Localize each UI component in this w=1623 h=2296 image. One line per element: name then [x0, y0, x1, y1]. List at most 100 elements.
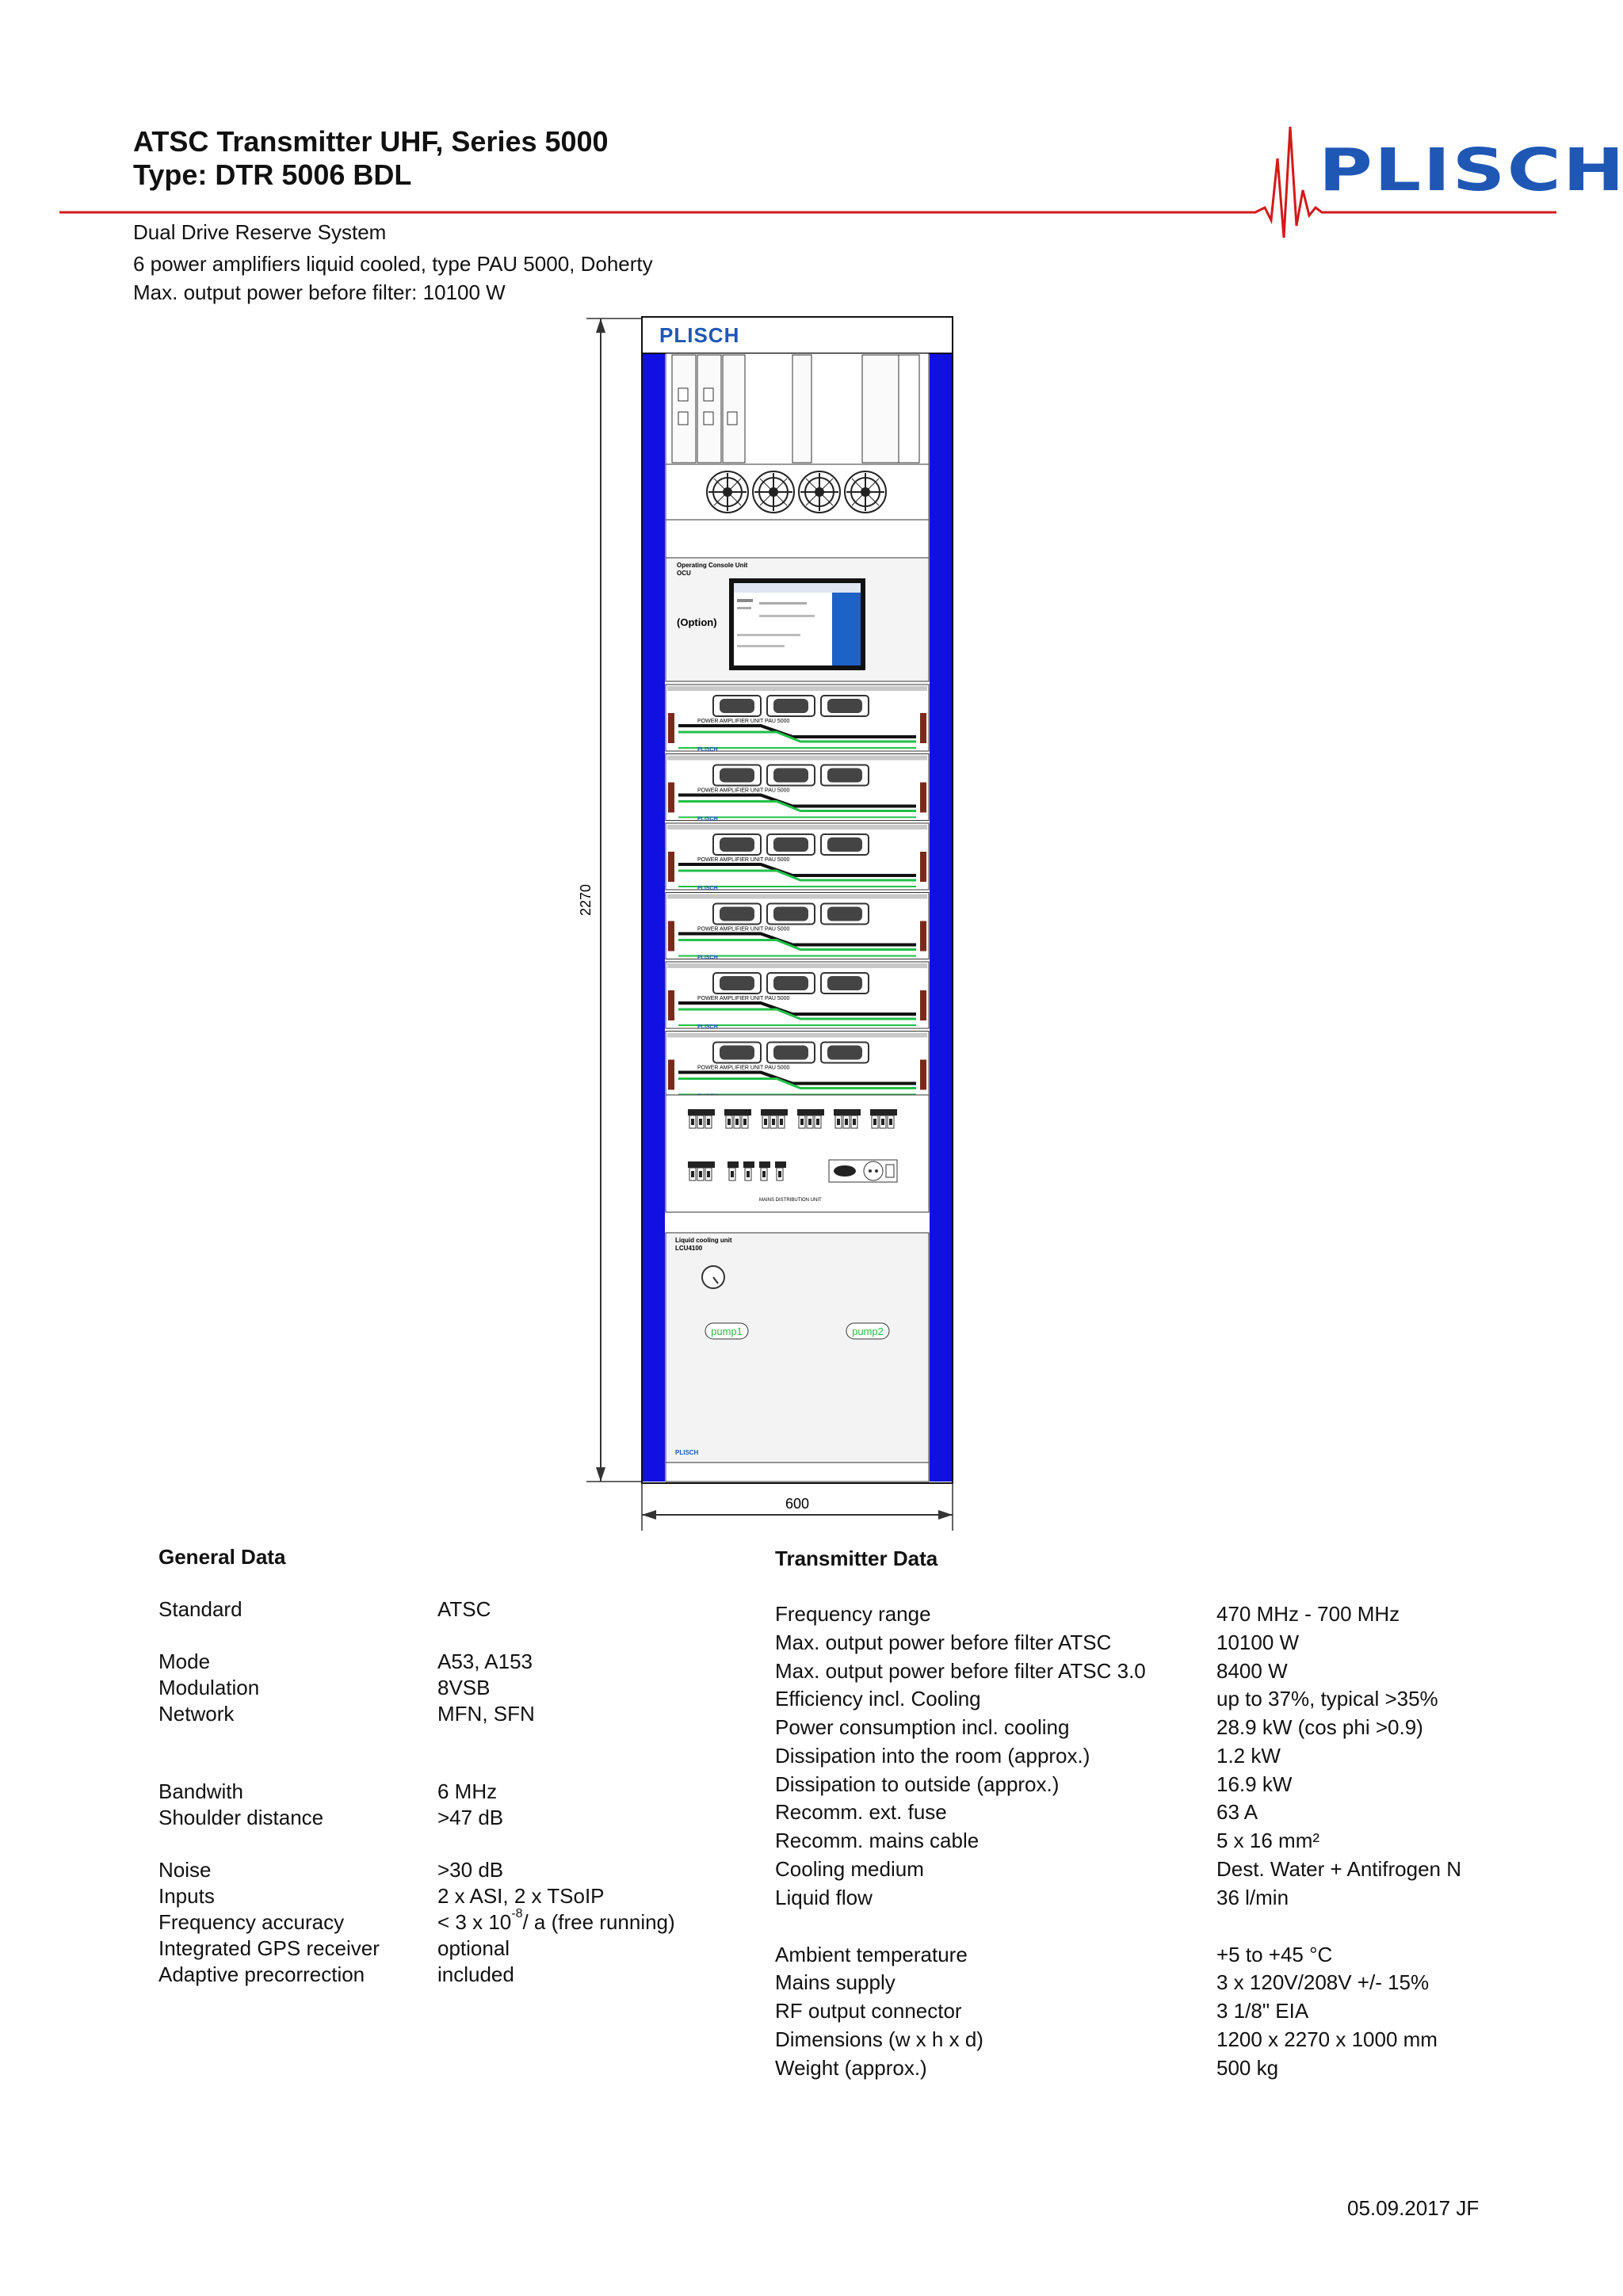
left-side-rail	[643, 353, 665, 1482]
transmitter-data-row-label: Recomm. ext. fuse	[775, 1800, 947, 1824]
transmitter-data-row-label: Frequency range	[775, 1602, 931, 1626]
general-data-row-label: Network	[158, 1702, 235, 1726]
transmitter-data-row-value: up to 37%, typical >35%	[1216, 1687, 1438, 1711]
general-data-row-label: Bandwith	[158, 1779, 243, 1803]
transmitter-data-row-value: Dest. Water + Antifrogen N	[1216, 1857, 1462, 1881]
fan-unit	[665, 463, 930, 521]
ocu-label: Operating Console Unit	[677, 562, 748, 569]
width-dimension-label: 600	[785, 1496, 809, 1512]
transmitter-data-row-label: Max. output power before filter ATSC	[775, 1630, 1112, 1654]
pa-unit-label: POWER AMPLIFIER UNIT PAU 5000	[697, 788, 790, 794]
circuit-breaker-icon	[870, 1109, 897, 1129]
general-data-row-value: optional	[437, 1936, 510, 1960]
pa-unit-logo: PLISCH	[697, 747, 718, 753]
transmitter-data-row-value: 16.9 kW	[1216, 1772, 1293, 1796]
circuit-breaker-icon	[759, 1161, 770, 1181]
intro-line-1: Dual Drive Reserve System	[133, 220, 387, 244]
general-data-row-label: Integrated GPS receiver	[158, 1936, 380, 1960]
document-subtitle-type: Type: DTR 5006 BDL	[133, 158, 412, 191]
transmitter-data-row-value: 470 MHz - 700 MHz	[1216, 1602, 1400, 1626]
mains-distribution-unit: MAINS DISTRIBUTION UNIT	[665, 1094, 930, 1213]
transmitter-data-row-label: Ambient temperature	[775, 1943, 968, 1966]
transmitter-data-row-value: 28.9 kW (cos phi >0.9)	[1216, 1715, 1423, 1739]
circuit-breaker-icon	[797, 1109, 824, 1129]
intro-line-2: 6 power amplifiers liquid cooled, type P…	[133, 252, 653, 276]
transmitter-data-row-value: 36 l/min	[1216, 1886, 1289, 1909]
transmitter-data-row-value: 10100 W	[1216, 1630, 1300, 1654]
general-data-row-value: 2 x ASI, 2 x TSoIP	[437, 1884, 605, 1908]
transmitter-data-row-label: Recomm. mains cable	[775, 1829, 980, 1852]
transmitter-data-row-value: 1.2 kW	[1216, 1744, 1281, 1768]
circuit-breaker-icon	[834, 1109, 861, 1129]
height-dimension-label: 2270	[578, 884, 594, 916]
liquid-cooling-unit: Liquid cooling unit LCU4100 pump1 pump2 …	[665, 1232, 930, 1463]
pa-unit-logo: PLISCH	[697, 817, 718, 822]
ocu-option-label: (Option)	[677, 616, 717, 628]
power-amplifier-units: POWER AMPLIFIER UNIT PAU 5000PLISCHPOWER…	[665, 684, 930, 1100]
general-data-row-label: Frequency accuracy	[158, 1910, 345, 1934]
general-data-heading: General Data	[158, 1545, 286, 1569]
general-data-row-label: Shoulder distance	[158, 1806, 324, 1829]
ocu-short-label: OCU	[677, 570, 691, 577]
transmitter-data-row-label: Power consumption incl. cooling	[775, 1715, 1070, 1739]
right-side-rail	[930, 353, 952, 1482]
plisch-logo: PLISCH	[1319, 136, 1623, 204]
transmitter-data-heading: Transmitter Data	[775, 1547, 938, 1570]
pump2-label: pump2	[852, 1325, 884, 1337]
general-data-row-label: Noise	[158, 1858, 212, 1882]
transmitter-rack-drawing: 2270 PLISCH Operating Console Unit OCU (…	[578, 316, 953, 1531]
circuit-breaker-icon	[688, 1161, 715, 1181]
transmitter-data-row-label: Mains supply	[775, 1970, 896, 1994]
circuit-breaker-icon	[688, 1109, 715, 1129]
general-data-row-label: Adaptive precorrection	[158, 1962, 365, 1986]
pump1-label: pump1	[711, 1325, 743, 1337]
mains-switch	[828, 1159, 898, 1183]
exciter-modules	[665, 353, 930, 465]
transmitter-data-row-label: Dissipation into the room (approx.)	[775, 1744, 1090, 1768]
footer-date: 05.09.2017 JF	[1347, 2196, 1480, 2220]
transmitter-data-row-label: Weight (approx.)	[775, 2056, 927, 2080]
rack-logo: PLISCH	[659, 323, 739, 347]
general-data-row-value: A53, A153	[437, 1650, 533, 1673]
transmitter-data-row-label: RF output connector	[775, 1999, 962, 2023]
transmitter-data-row-label: Dissipation to outside (approx.)	[775, 1772, 1060, 1796]
circuit-breaker-icon	[727, 1161, 739, 1181]
document-title: ATSC Transmitter UHF, Series 5000	[133, 125, 609, 158]
intro-line-3: Max. output power before filter: 10100 W	[133, 280, 506, 304]
width-dimension: 600	[641, 1483, 953, 1531]
header-rule	[59, 126, 1556, 238]
operating-console-unit: Operating Console Unit OCU (Option)	[665, 557, 930, 682]
pa-unit-label: POWER AMPLIFIER UNIT PAU 5000	[697, 719, 790, 724]
transmitter-data-row-label: Max. output power before filter ATSC 3.0	[775, 1659, 1146, 1683]
circuit-breaker-icon	[743, 1161, 754, 1181]
pa-unit-label: POWER AMPLIFIER UNIT PAU 5000	[697, 1066, 790, 1071]
cooling-model-label: LCU4100	[675, 1245, 703, 1252]
general-data-row-value: >30 dB	[437, 1858, 504, 1882]
pa-unit-label: POWER AMPLIFIER UNIT PAU 5000	[697, 996, 790, 1001]
pa-unit-label: POWER AMPLIFIER UNIT PAU 5000	[697, 927, 790, 933]
pa-unit-label: POWER AMPLIFIER UNIT PAU 5000	[697, 857, 790, 863]
cooling-unit-logo: PLISCH	[675, 1449, 699, 1456]
transmitter-data-row-value: 500 kg	[1216, 2056, 1279, 2080]
general-data-row-value: MFN, SFN	[437, 1702, 535, 1726]
transmitter-data-row-label: Cooling medium	[775, 1857, 924, 1881]
transmitter-data-row-value: 63 A	[1216, 1800, 1258, 1824]
circuit-breaker-icon	[775, 1161, 786, 1181]
transmitter-data-row-value: 3 x 120V/208V +/- 15%	[1216, 1970, 1430, 1994]
pa-unit-logo: PLISCH	[697, 1024, 718, 1030]
general-data-row-label: Inputs	[158, 1884, 215, 1908]
transmitter-data-row-value: +5 to +45 °C	[1216, 1943, 1333, 1966]
pa-unit-logo: PLISCH	[697, 886, 718, 891]
mains-label: MAINS DISTRIBUTION UNIT	[759, 1198, 822, 1203]
height-dimension: 2270	[578, 318, 643, 1482]
general-data-row-value: < 3 x 10-8/ a (free running)	[437, 1907, 675, 1934]
transmitter-data-row-value: 1200 x 2270 x 1000 mm	[1216, 2027, 1438, 2051]
transmitter-data-row-label: Efficiency incl. Cooling	[775, 1687, 981, 1711]
pa-unit-logo: PLISCH	[697, 955, 718, 961]
